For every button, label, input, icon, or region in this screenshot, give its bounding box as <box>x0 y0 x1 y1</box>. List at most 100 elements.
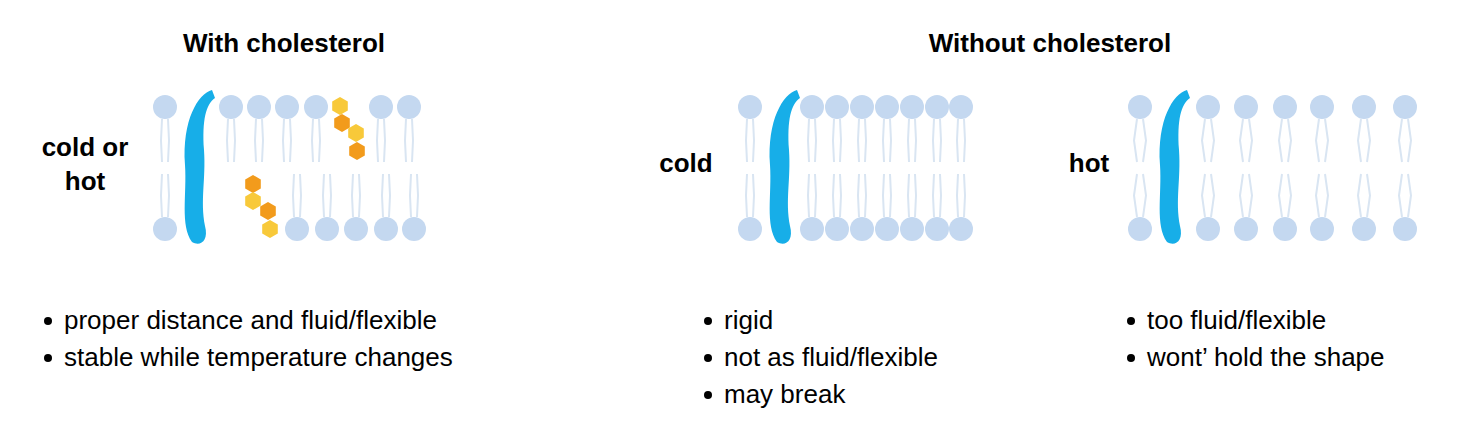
membrane-protein <box>770 90 800 244</box>
lipid-tail <box>293 174 294 217</box>
panel-heading: Without cholesterol <box>929 28 1171 58</box>
lipid-tail <box>168 174 169 217</box>
membrane-panel <box>1128 90 1417 244</box>
cholesterol-ring <box>245 175 261 193</box>
phospholipid-head <box>153 217 177 241</box>
phospholipid-head <box>850 217 874 241</box>
lipid-tail <box>1325 174 1328 217</box>
membrane-protein <box>1160 90 1190 244</box>
cholesterol-ring <box>334 114 350 132</box>
phospholipid-head <box>1128 95 1152 119</box>
temperature-label: cold or hot <box>35 130 135 198</box>
lipid-tail <box>1279 119 1282 162</box>
phospholipid-head <box>850 95 874 119</box>
phospholipid-head <box>219 95 243 119</box>
phospholipid-head <box>1128 217 1152 241</box>
phospholipid-head <box>1352 95 1376 119</box>
lipid-tail <box>915 119 916 162</box>
bullet-dot <box>704 391 712 399</box>
phospholipid-head <box>1310 217 1334 241</box>
cholesterol-ring <box>348 124 364 142</box>
phospholipid-head <box>900 217 924 241</box>
lipid-tail <box>1358 119 1361 162</box>
cholesterol-ring <box>349 142 365 160</box>
lipid-tail <box>1143 174 1146 217</box>
phospholipid-head <box>875 95 899 119</box>
lipid-tail <box>840 174 841 217</box>
lipid-tail <box>808 119 809 162</box>
membrane-panel <box>738 90 973 244</box>
property-item: too fluid/flexible <box>1147 305 1326 335</box>
lipid-tail <box>161 174 162 217</box>
lipid-tail <box>1134 119 1137 162</box>
lipid-tail <box>908 174 909 217</box>
bullet-dot <box>704 354 712 362</box>
lipid-tail <box>957 119 958 162</box>
lipid-tail <box>1143 119 1146 162</box>
phospholipid-head <box>925 95 949 119</box>
lipid-tail <box>840 119 841 162</box>
lipid-tail <box>915 174 916 217</box>
phospholipid-head <box>738 217 762 241</box>
phospholipid-head <box>1196 217 1220 241</box>
lipid-tail <box>389 174 390 217</box>
lipid-tail <box>1367 119 1370 162</box>
lipid-tail <box>405 119 406 162</box>
lipid-tail <box>384 119 385 162</box>
lipid-tail <box>262 119 263 162</box>
lipid-tail <box>1279 174 1282 217</box>
lipid-tail <box>833 174 834 217</box>
phospholipid-head <box>153 95 177 119</box>
lipid-tail <box>161 119 162 162</box>
bullet-dot <box>44 317 52 325</box>
lipid-tail <box>323 174 324 217</box>
property-item: stable while temperature changes <box>64 342 453 372</box>
lipid-tail <box>1316 119 1319 162</box>
cholesterol-ring <box>245 192 261 210</box>
lipid-tail <box>1202 174 1205 217</box>
lipid-tail <box>352 174 353 217</box>
lipid-tail <box>1288 174 1291 217</box>
lipid-tail <box>815 174 816 217</box>
lipid-tail <box>1134 174 1137 217</box>
cholesterol-ring <box>262 220 278 238</box>
lipid-tail <box>964 174 965 217</box>
lipid-tail <box>1240 119 1243 162</box>
lipid-tail <box>319 119 320 162</box>
temperature-label: cold <box>659 148 712 178</box>
property-item: may break <box>724 379 845 409</box>
lipid-tail <box>940 174 941 217</box>
lipid-tail <box>890 119 891 162</box>
lipid-tail <box>858 174 859 217</box>
lipid-tail <box>746 174 747 217</box>
lipid-tail <box>808 174 809 217</box>
phospholipid-head <box>1234 217 1258 241</box>
lipid-tail <box>1211 174 1214 217</box>
phospholipid-head <box>1234 95 1258 119</box>
lipid-tail <box>290 119 291 162</box>
phospholipid-head <box>949 95 973 119</box>
lipid-tail <box>234 119 235 162</box>
membrane-panel <box>153 90 426 244</box>
lipid-tail <box>746 119 747 162</box>
lipid-tail <box>1249 119 1252 162</box>
lipid-tail <box>890 174 891 217</box>
lipid-tail <box>1249 174 1252 217</box>
lipid-tail <box>964 119 965 162</box>
lipid-tail <box>940 119 941 162</box>
phospholipid-head <box>800 217 824 241</box>
phospholipid-head <box>1310 95 1334 119</box>
temperature-label: hot <box>1069 148 1109 178</box>
lipid-tail <box>1202 119 1205 162</box>
cholesterol-ring <box>260 202 276 220</box>
lipid-tail <box>1399 119 1402 162</box>
cholesterol-ring <box>332 97 348 115</box>
phospholipid-head <box>275 95 299 119</box>
phospholipid-head <box>247 95 271 119</box>
lipid-tail <box>412 119 413 162</box>
lipid-tail <box>1316 174 1319 217</box>
bullet-dot <box>704 317 712 325</box>
phospholipid-head <box>315 217 339 241</box>
property-item: proper distance and fluid/flexible <box>64 305 437 335</box>
phospholipid-head <box>397 95 421 119</box>
